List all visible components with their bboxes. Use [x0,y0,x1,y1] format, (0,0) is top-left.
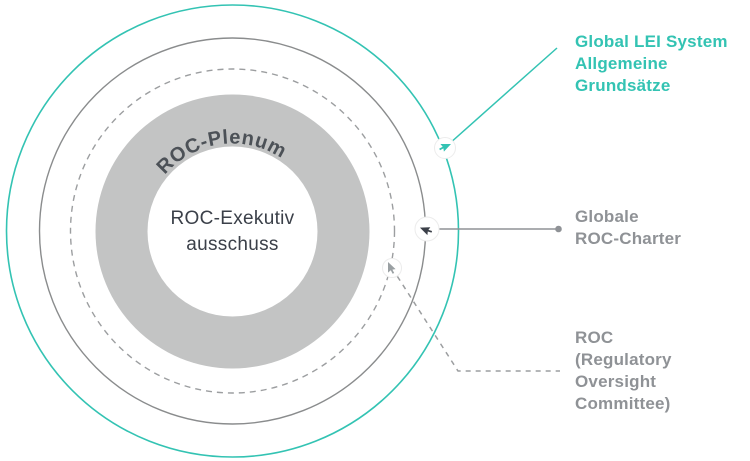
dashed-circle-roc [69,68,396,394]
label-roc-regulatory-oversight-committee: ROC (Regulatory Oversight Committee) [575,327,672,415]
connector-roc [391,267,560,372]
marker-roc-charter[interactable] [414,216,440,242]
label-global-lei-system: Global LEI System Allgemeine Grundsätze [575,31,728,97]
label-line: ROC [575,328,614,347]
label-line: Committee) [575,394,671,413]
roc-exekutiv-label-line2: ausschuss [186,234,278,255]
label-globale-roc-charter: Globale ROC-Charter [575,206,681,250]
label-line: Allgemeine [575,54,668,73]
label-line: Grundsätze [575,76,671,95]
label-line: Oversight [575,372,657,391]
roc-exekutiv-label-line1: ROC-Exekutiv [171,208,295,229]
marker-roc[interactable] [382,258,402,278]
outer-teal-circle-global-lei-system [5,4,460,458]
label-line: Globale [575,207,639,226]
marker-global-lei[interactable] [434,137,456,159]
label-line: (Regulatory [575,350,672,369]
label-line: ROC-Charter [575,229,682,248]
roc-exekutiv-disc [147,146,318,317]
connector-global-lei [448,47,558,145]
label-line: Global LEI System [575,32,728,51]
connector-roc-charter-end-dot [555,225,562,233]
